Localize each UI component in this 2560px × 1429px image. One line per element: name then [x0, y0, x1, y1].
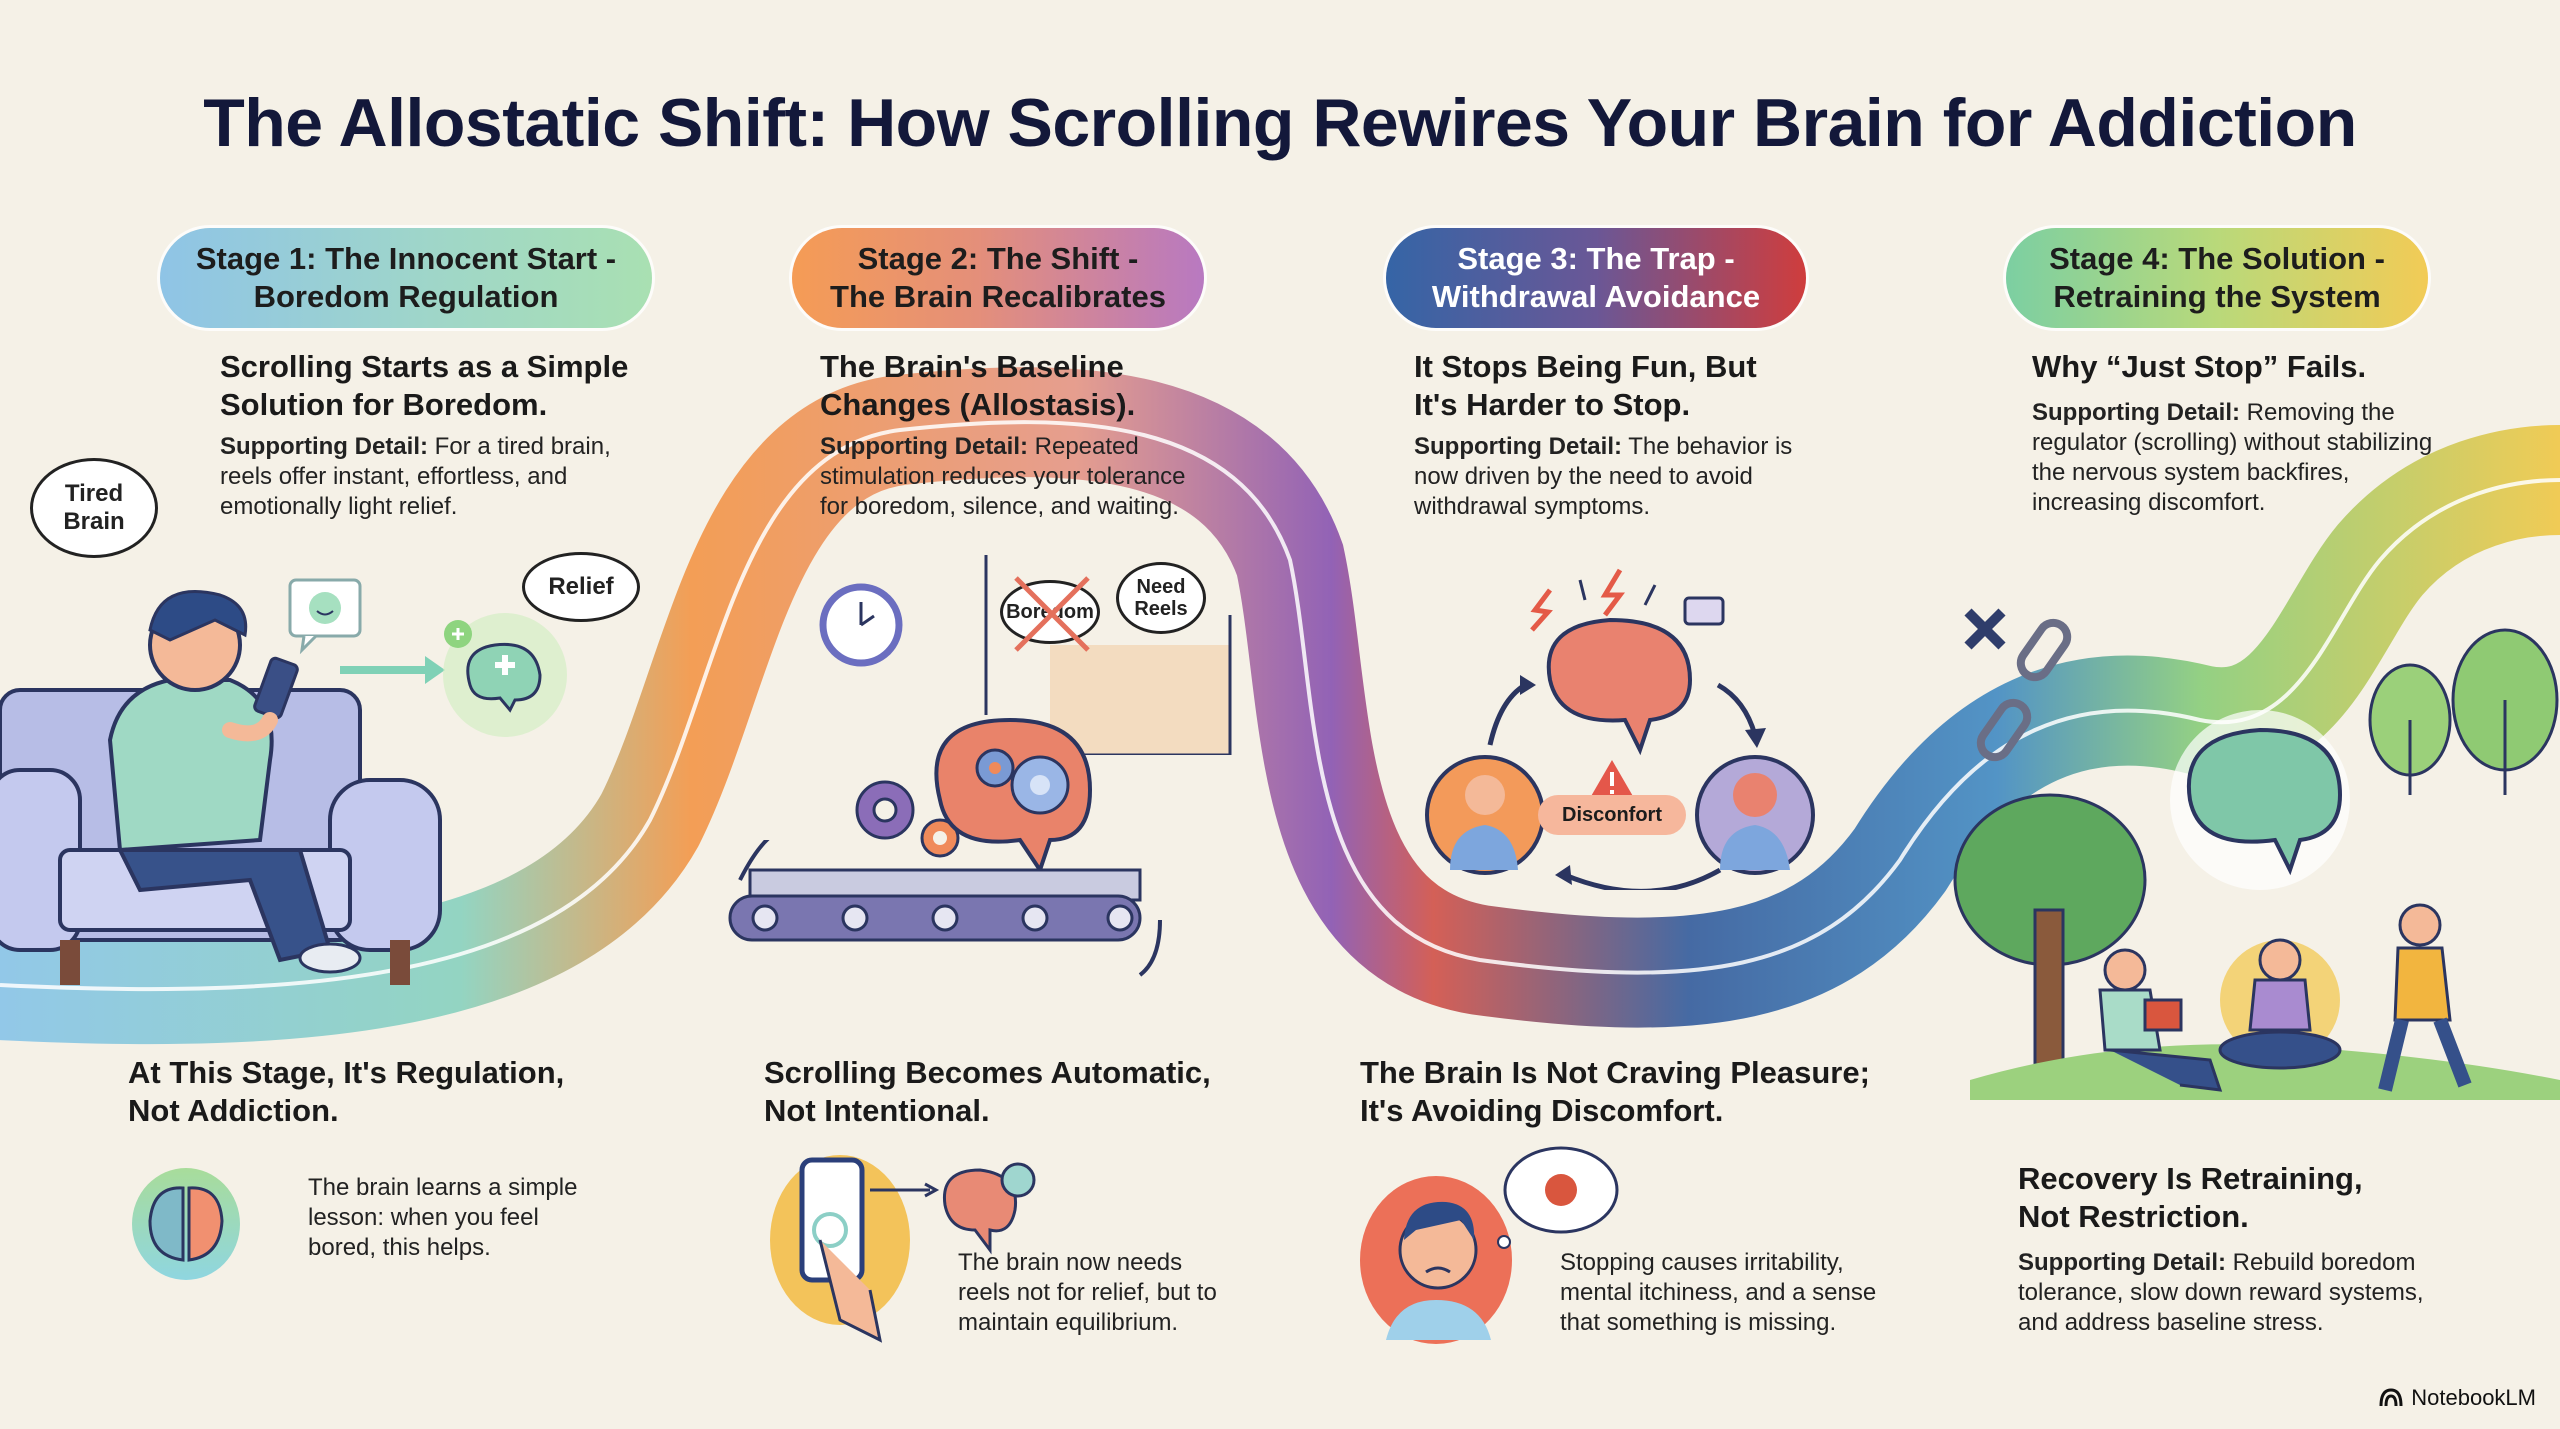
stage-1-detail: Supporting Detail: For a tired brain, re… [220, 432, 640, 522]
stage-3-pill-line-1: Stage 3: The Trap - [1457, 241, 1735, 276]
stage-3-detail: Supporting Detail: The behavior is now d… [1414, 432, 1814, 522]
stage-3-bottom-text-line-3: that something is missing. [1560, 1309, 1837, 1336]
stage-1-pill-line-1: Stage 1: The Innocent Start - [195, 241, 617, 276]
notebooklm-logo-icon [2379, 1388, 2403, 1407]
notebooklm-brand: NotebookLM [2379, 1385, 2536, 1411]
stage-2-pill-line-2: The Brain Recalibrates [830, 279, 1166, 314]
stage-4-detail: Supporting Detail: Removing the regulato… [2032, 398, 2462, 518]
stage-2-detail-label: Supporting Detail: [820, 433, 1028, 460]
stage-1-heading-line-2: Solution for Boredom. [220, 387, 548, 422]
worried-person-icon [1360, 1146, 1619, 1344]
stage-1-pill: Stage 1: The Innocent Start -Boredom Reg… [160, 228, 652, 328]
stage-4-bottom-detail-label: Supporting Detail: [2018, 1249, 2226, 1276]
discomfort-badge: Disconfort [1538, 795, 1686, 835]
stage-3-heading: It Stops Being Fun, But It's Harder to S… [1414, 348, 1757, 424]
stage-3-bottom-heading: The Brain Is Not Craving Pleasure; It's … [1360, 1054, 1870, 1130]
stage-2-heading-line-1: The Brain's Baseline [820, 349, 1124, 384]
stage-4-detail-text: Removing the regulator (scrolling) witho… [2032, 399, 2433, 516]
cloud-text-line-1: Tired [64, 480, 124, 507]
stage-2-bottom-text-line-2: reels not for relief, but to [958, 1279, 1217, 1306]
stage-3-bottom-text: Stopping causes irritability, mental itc… [1560, 1248, 1876, 1338]
cloud-relief-text: Relief [548, 573, 614, 600]
cycle-arrows-icon [1425, 568, 1815, 890]
page-title: The Allostatic Shift: How Scrolling Rewi… [203, 85, 2357, 161]
stage-4-pill: Stage 4: The Solution -Retraining the Sy… [2006, 228, 2428, 328]
stage-3-bottom-heading-line-2: It's Avoiding Discomfort. [1360, 1093, 1724, 1128]
stage-2-bottom-heading-line-1: Scrolling Becomes Automatic, [764, 1055, 1211, 1090]
stage-3-detail-text: The behavior is now driven by the need t… [1414, 433, 1793, 520]
gear-brain-icon [855, 717, 1093, 875]
warning-icon [1590, 760, 1634, 798]
stage-2-pill-line-1: Stage 2: The Shift - [857, 241, 1139, 276]
conveyor-belt-icon [728, 840, 1162, 977]
clock-icon [819, 583, 903, 667]
stage-1-bottom-text-line-1: The brain learns a simple [308, 1174, 578, 1201]
stage-3-pill-line-2: Withdrawal Avoidance [1431, 279, 1761, 314]
discomfort-badge-text: Disconfort [1562, 803, 1662, 826]
stage-3-detail-label: Supporting Detail: [1414, 433, 1622, 460]
stage-2-bottom-text-line-3: maintain equilibrium. [958, 1309, 1179, 1336]
stage-2-bottom-heading: Scrolling Becomes Automatic, Not Intenti… [764, 1054, 1211, 1130]
stage-4-heading: Why “Just Stop” Fails. [2032, 348, 2366, 386]
stage-2-bottom-heading-line-2: Not Intentional. [764, 1093, 990, 1128]
stage-4-bottom-heading-line-1: Recovery Is Retraining, [2018, 1161, 2363, 1196]
cloud-need-line-2: Reels [1134, 598, 1188, 620]
stage-1-detail-text: For a tired brain, reels offer instant, … [220, 433, 611, 520]
cloud-need-line-1: Need [1136, 576, 1186, 598]
stage-4-pill-line-2: Retraining the System [2053, 279, 2381, 314]
stage-4-bottom-heading-line-2: Not Restriction. [2018, 1199, 2249, 1234]
stage-4-bottom-detail-text: Rebuild boredom tolerance, slow down rew… [2018, 1249, 2424, 1336]
stage-1-bottom-heading: At This Stage, It's Regulation, Not Addi… [128, 1054, 564, 1130]
stage-2-bottom-text-line-1: The brain now needs [958, 1249, 1183, 1276]
hand-phone-brain-gauge-icon [770, 1155, 1036, 1343]
stage-1-heading-line-1: Scrolling Starts as a Simple [220, 349, 629, 384]
stage-1-heading: Scrolling Starts as a Simple Solution fo… [220, 348, 628, 424]
stage-3-bottom-text-line-1: Stopping causes irritability, [1560, 1249, 1844, 1276]
stage-2-bottom-text: The brain now needs reels not for relief… [958, 1248, 1217, 1338]
stage-1-bottom-heading-line-2: Not Addiction. [128, 1093, 339, 1128]
recovery-scene [1953, 608, 2560, 1100]
stage-4-heading-line-1: Why “Just Stop” Fails. [2032, 349, 2367, 384]
stage-4-detail-label: Supporting Detail: [2032, 399, 2240, 426]
thought-cloud-relief: Relief [522, 552, 640, 622]
stage-3-bottom-heading-line-1: The Brain Is Not Craving Pleasure; [1360, 1055, 1870, 1090]
stage-3-heading-line-1: It Stops Being Fun, But [1414, 349, 1757, 384]
person-on-couch-icon [0, 590, 442, 985]
smiley-bubble-icon [288, 578, 362, 655]
stage-1-bottom-text: The brain learns a simple lesson: when y… [308, 1173, 577, 1263]
brand-text: NotebookLM [2411, 1385, 2536, 1410]
meditating-person-icon [2218, 938, 2342, 1070]
stage-2-detail: Supporting Detail: Repeated stimulation … [820, 432, 1220, 522]
stage-1-bottom-text-line-2: lesson: when you feel [308, 1204, 539, 1231]
stage-1-detail-label: Supporting Detail: [220, 433, 428, 460]
green-brain-icon [2186, 727, 2343, 876]
stage-4-bottom-heading: Recovery Is Retraining, Not Restriction. [2018, 1160, 2363, 1236]
stage-3-pill: Stage 3: The Trap -Withdrawal Avoidance [1386, 228, 1806, 328]
stage-2-heading-line-2: Changes (Allostasis). [820, 387, 1136, 422]
stage-3-bottom-text-line-2: mental itchiness, and a sense [1560, 1279, 1877, 1306]
stage-4-bottom-detail: Supporting Detail: Rebuild boredom toler… [2018, 1248, 2458, 1338]
stage-2-heading: The Brain's Baseline Changes (Allostasis… [820, 348, 1135, 424]
stage-3-heading-line-2: It's Harder to Stop. [1414, 387, 1691, 422]
walking-person-icon [2378, 903, 2472, 1092]
brain-plus-icon [443, 613, 567, 737]
stage-2-detail-text: Repeated stimulation reduces your tolera… [820, 433, 1186, 520]
arrow-right-icon [340, 656, 445, 684]
reading-person-icon [2098, 948, 2223, 1092]
stage-4-pill-line-1: Stage 4: The Solution - [2049, 241, 2385, 276]
cross-mark-icon [1014, 576, 1090, 652]
broken-chain-icon [1964, 608, 2072, 762]
stage-1-bottom-heading-line-1: At This Stage, It's Regulation, [128, 1055, 565, 1090]
stage-1-bottom-text-line-3: bored, this helps. [308, 1234, 491, 1261]
empty-room-icon [984, 555, 1232, 755]
stage-2-pill: Stage 2: The Shift -The Brain Recalibrat… [792, 228, 1204, 328]
cloud-text-line-2: Brain [63, 508, 125, 535]
stage-1-pill-line-2: Boredom Regulation [253, 279, 559, 314]
split-brain-icon [132, 1168, 240, 1280]
